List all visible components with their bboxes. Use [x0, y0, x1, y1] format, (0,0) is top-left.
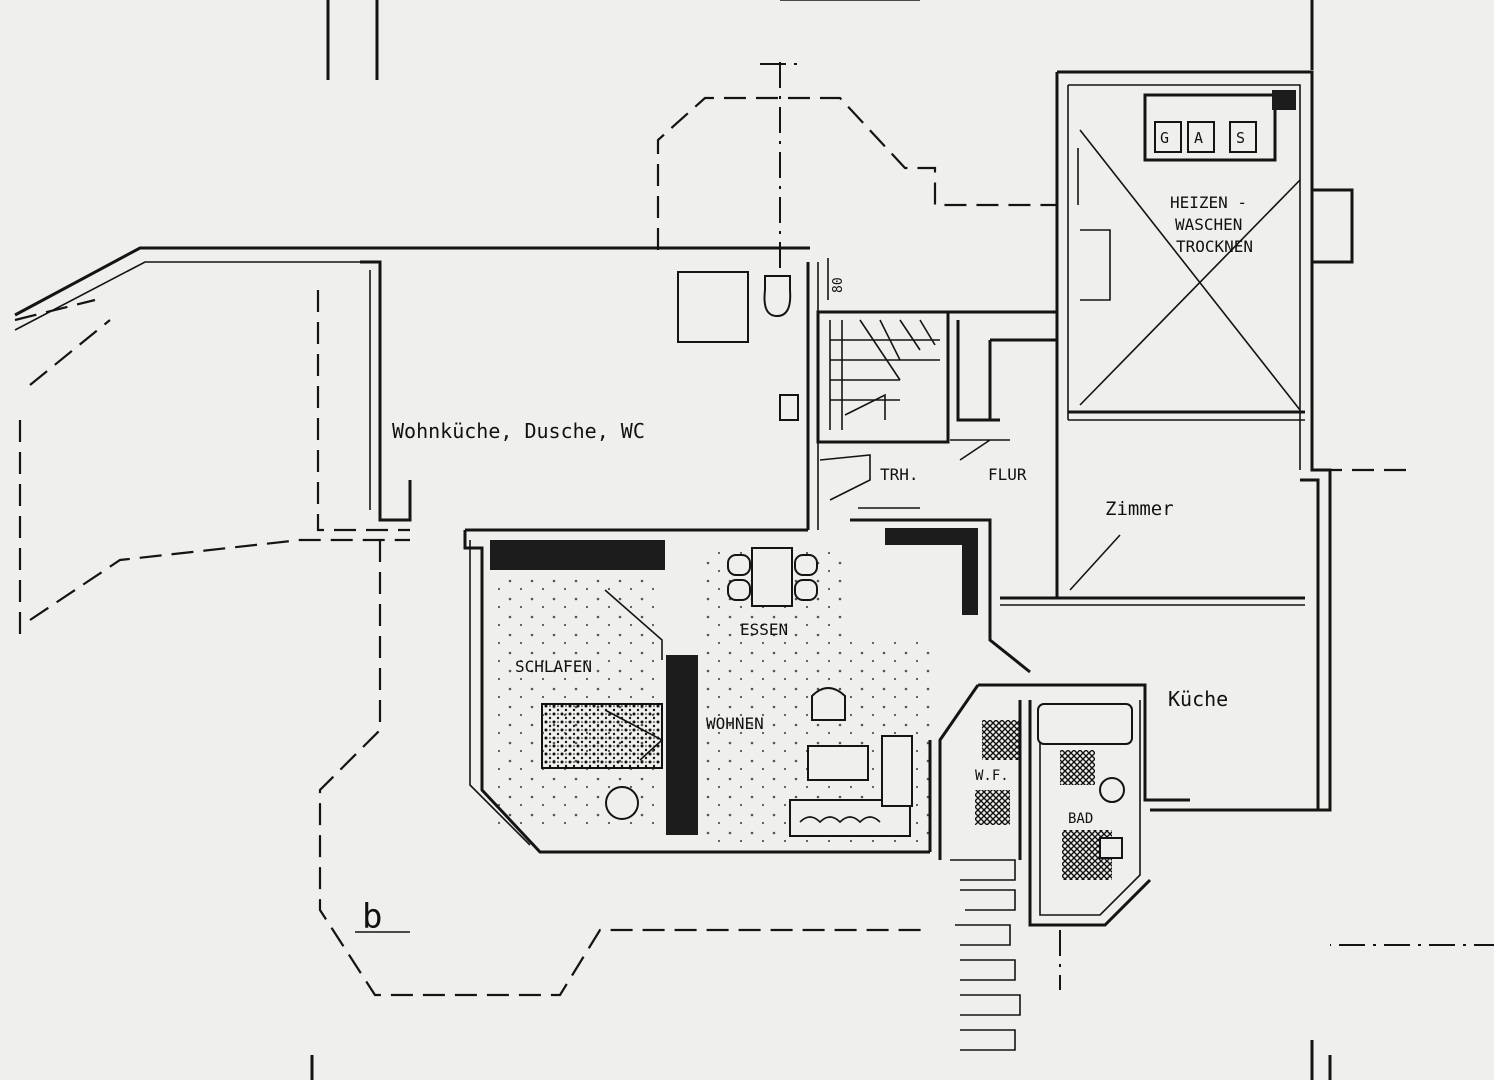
- shower-tray: [677, 271, 749, 343]
- entrance-path: [928, 740, 1021, 1051]
- room-label-wohnen: WOHNEN: [706, 714, 764, 733]
- room-label-kueche: Küche: [1168, 687, 1228, 711]
- building-walls: [360, 70, 1354, 927]
- room-label-waschen: WASCHEN: [1175, 215, 1242, 234]
- bottom-edge-lines: [310, 1040, 1332, 1080]
- room-label-heizen: HEIZEN -: [1170, 193, 1247, 212]
- staircase: [819, 319, 940, 509]
- fixtures: [605, 271, 1133, 880]
- section-marker-label: b: [362, 897, 382, 937]
- toilet: [763, 275, 792, 318]
- room-label-zimmer: Zimmer: [1105, 498, 1174, 520]
- gas-letter-s: S: [1236, 129, 1245, 147]
- room-label-bad: BAD: [1068, 811, 1093, 827]
- room-label-essen: ESSEN: [740, 620, 788, 639]
- room-label-schlafen: SCHLAFEN: [515, 657, 592, 676]
- room-label-flur: FLUR: [988, 465, 1027, 484]
- dining-table: [751, 547, 793, 607]
- room-label-trocknen: TROCKNEN: [1176, 237, 1253, 256]
- sink: [779, 394, 799, 421]
- room-label-wohnkueche: Wohnküche, Dusche, WC: [392, 419, 645, 443]
- section-marker: b: [355, 897, 410, 937]
- coffee-table: [807, 745, 869, 781]
- bath-tub: [1037, 703, 1133, 745]
- dimension-label: 80: [831, 277, 846, 293]
- leader-lines: [604, 258, 1121, 660]
- gas-letter-g: G: [1160, 129, 1169, 147]
- gas-letter-a: A: [1194, 129, 1203, 147]
- site-outline-dashed: [14, 62, 1494, 997]
- left-wall-diagonal: [14, 246, 810, 331]
- bedside-table: [605, 786, 639, 820]
- top-edge-lines: [326, 0, 1314, 80]
- oven-arch: [811, 687, 846, 721]
- room-label-treppenhaus: TRH.: [880, 465, 919, 484]
- heating-room-details: [1077, 90, 1301, 411]
- room-label-wc: W.F.: [975, 768, 1009, 784]
- sofa: [789, 799, 911, 837]
- armchair: [881, 735, 913, 807]
